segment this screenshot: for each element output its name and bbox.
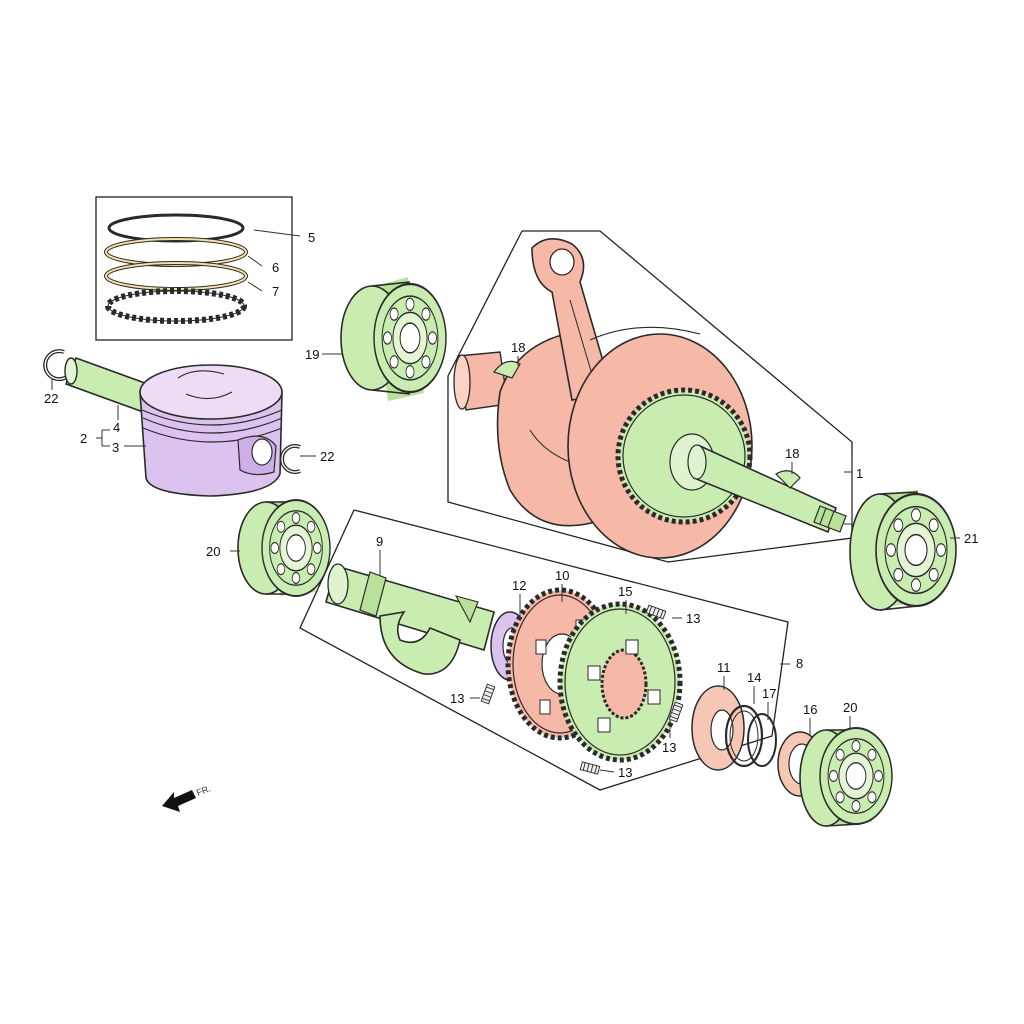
callout-labels: 1 2 3 4 5 6 7 8 9 10 11 12 13 13 13 13 1… [44,230,978,780]
callout-15: 15 [618,584,632,599]
piston [139,364,283,497]
woodruff-key-left [493,360,521,379]
callout-1: 1 [856,466,863,481]
circlip-left [43,349,70,382]
callout-7: 7 [272,284,279,299]
callout-6: 6 [272,260,279,275]
callout-18-right: 18 [785,446,799,461]
callout-19: 19 [305,347,319,362]
callout-13-top: 13 [686,611,700,626]
callout-17: 17 [762,686,776,701]
bearing-21 [849,490,958,611]
piston-ring-set-box [95,196,301,341]
bearing-19 [340,277,448,401]
circlip-right [280,444,301,474]
callout-10: 10 [555,568,569,583]
crankshaft-assembly-frame [447,230,853,563]
callout-13-right: 13 [662,740,676,755]
callout-21: 21 [964,531,978,546]
balancer-shaft [325,563,495,675]
callout-22-left: 22 [44,391,58,406]
callout-11: 11 [717,660,731,675]
callout-4: 4 [113,420,120,435]
callout-9: 9 [376,534,383,549]
bearing-20-left [237,499,331,597]
callout-12: 12 [512,578,526,593]
washer-11 [691,685,745,771]
callout-3: 3 [112,440,119,455]
callout-8: 8 [796,656,803,671]
washer-17 [747,713,777,767]
callout-20-left: 20 [206,544,220,559]
callout-13-left: 13 [450,691,464,706]
crank-gear [615,387,753,525]
starter-assembly-frame [299,509,789,791]
callout-2: 2 [80,431,87,446]
callout-16: 16 [803,702,817,717]
callout-22-right: 22 [320,449,334,464]
callout-20-right: 20 [843,700,857,715]
callout-18-left: 18 [511,340,525,355]
leader-lines [51,353,960,773]
oil-ring-rails [104,261,248,291]
spring-washer-14 [724,704,764,768]
crankshaft [453,238,847,559]
bearing-20-right [799,727,893,827]
front-direction-arrow: FR. [162,783,212,812]
oil-ring-expander [105,288,247,324]
callout-13-bottom: 13 [618,765,632,780]
front-direction-label: FR. [195,783,212,798]
connecting-rod [531,238,614,401]
spring-13-bottom [579,761,601,775]
callout-14: 14 [747,670,761,685]
callout-5: 5 [308,230,315,245]
one-way-clutch-15 [557,601,683,763]
spring-13-left [480,683,496,705]
